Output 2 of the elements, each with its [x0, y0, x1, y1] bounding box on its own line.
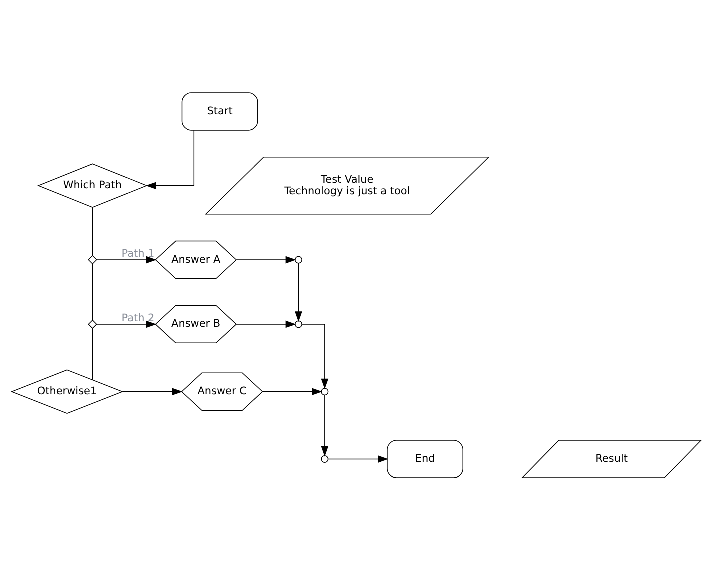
edge-label: Path 2	[122, 312, 155, 325]
edge-label: Path 1	[122, 248, 155, 260]
